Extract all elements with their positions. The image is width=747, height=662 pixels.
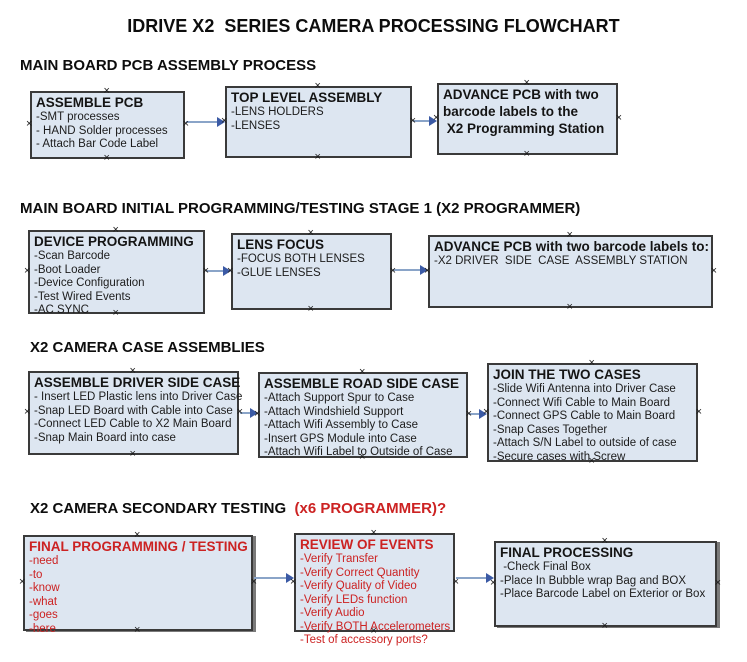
box-item: -know bbox=[29, 582, 60, 594]
flow-box-review-of-events: REVIEW OF EVENTS -Verify Transfer -Verif… bbox=[290, 528, 459, 646]
box-item: -LENS HOLDERS bbox=[231, 106, 324, 118]
box-item: -Verify Audio bbox=[300, 607, 365, 619]
box-item: -Secure cases with Screw bbox=[493, 450, 626, 463]
box-item: -Attach Wifi Label to Outside of Case bbox=[264, 446, 453, 458]
box-title: ADVANCE PCB with two barcode labels to t… bbox=[443, 87, 605, 136]
arrow-head-icon bbox=[420, 265, 428, 275]
box-item: -Connect GPS Cable to Main Board bbox=[493, 410, 676, 422]
box-item: -Place In Bubble wrap Bag and BOX bbox=[500, 574, 687, 587]
box-item: -Connect LED Cable to X2 Main Board bbox=[34, 418, 232, 430]
section-header-pcb-assembly: MAIN BOARD PCB ASSEMBLY PROCESS bbox=[20, 57, 317, 74]
box-item: - Insert LED Plastic lens into Driver Ca… bbox=[34, 391, 243, 403]
flow-arrow bbox=[186, 117, 225, 127]
box-item: -here bbox=[29, 622, 56, 635]
box-item: - HAND Solder processes bbox=[36, 124, 168, 137]
box-item: -Check Final Box bbox=[500, 561, 591, 573]
box-item: -Attach Support Spur to Case bbox=[264, 392, 415, 404]
box-title: ASSEMBLE ROAD SIDE CASE bbox=[264, 376, 460, 391]
box-title: DEVICE PROGRAMMING bbox=[34, 234, 194, 249]
box-item: -Verify Correct Quantity bbox=[300, 566, 420, 579]
box-item: -SMT processes bbox=[36, 111, 120, 123]
box-item: -Attach Wifi Assembly to Case bbox=[264, 419, 419, 431]
arrow-shaft bbox=[254, 577, 288, 579]
flow-arrow bbox=[393, 265, 428, 275]
box-item: - Attach Bar Code Label bbox=[36, 138, 159, 150]
flow-box-lens-focus: LENS FOCUS -FOCUS BOTH LENSES -GLUE LENS… bbox=[227, 228, 396, 315]
box-item: -Verify Quality of Video bbox=[300, 580, 417, 592]
arrow-head-icon bbox=[217, 117, 225, 127]
flow-box-assemble-pcb: ASSEMBLE PCB -SMT processes - HAND Solde… bbox=[26, 86, 189, 164]
box-item: -what bbox=[29, 595, 58, 608]
arrow-shaft bbox=[456, 577, 488, 579]
box-item: -Verify Transfer bbox=[300, 553, 378, 565]
box-title: FINAL PROCESSING bbox=[500, 545, 634, 560]
flow-box-final-processing: FINAL PROCESSING -Check Final Box -Place… bbox=[490, 536, 721, 632]
box-item: -FOCUS BOTH LENSES bbox=[237, 253, 365, 265]
box-item: -Snap Main Board into case bbox=[34, 431, 176, 444]
box-title: REVIEW OF EVENTS bbox=[300, 537, 434, 552]
box-item: -Test Wired Events bbox=[34, 290, 131, 303]
box-item: -Insert GPS Module into Case bbox=[264, 432, 417, 445]
flow-arrow bbox=[456, 573, 494, 583]
flow-box-advance-pcb-driver-side: ADVANCE PCB with two barcode labels to: … bbox=[424, 230, 717, 313]
box-title: LENS FOCUS bbox=[237, 237, 325, 252]
section-header-black-part: X2 CAMERA SECONDARY TESTING bbox=[30, 500, 291, 517]
flow-box-device-programming: DEVICE PROGRAMMING -Scan Barcode -Boot L… bbox=[24, 225, 209, 319]
box-item: -to bbox=[29, 568, 43, 581]
box-title: ADVANCE PCB with two barcode labels to: bbox=[434, 239, 710, 254]
arrow-head-icon bbox=[429, 116, 437, 126]
flow-box-final-programming-testing: FINAL PROGRAMMING / TESTING -need -to -k… bbox=[19, 530, 257, 636]
flow-box-join-the-two-cases: JOIN THE TWO CASES -Slide Wifi Antenna i… bbox=[483, 358, 702, 467]
box-item: -Snap Cases Together bbox=[493, 423, 608, 436]
page-title: IDRIVE X2 SERIES CAMERA PROCESSING FLOWC… bbox=[127, 16, 620, 36]
box-item: -Device Configuration bbox=[34, 277, 145, 289]
box-item: -Snap LED Board with Cable into Case bbox=[34, 404, 233, 417]
box-item: -GLUE LENSES bbox=[237, 266, 321, 279]
arrow-shaft bbox=[240, 412, 252, 414]
box-title: FINAL PROGRAMMING / TESTING bbox=[29, 539, 248, 554]
box-item: -Attach S/N Label to outside of case bbox=[493, 437, 677, 449]
flow-arrow bbox=[240, 408, 258, 418]
flow-arrow bbox=[469, 409, 487, 419]
flow-box-assemble-road-side-case: ASSEMBLE ROAD SIDE CASE -Attach Support … bbox=[254, 367, 472, 463]
arrow-shaft bbox=[413, 120, 431, 122]
box-item: -Attach Windshield Support bbox=[264, 405, 404, 418]
arrow-head-icon bbox=[479, 409, 487, 419]
box-item: -need bbox=[29, 555, 59, 567]
box-title: JOIN THE TWO CASES bbox=[493, 367, 641, 382]
arrow-head-icon bbox=[223, 266, 231, 276]
flow-arrow bbox=[413, 116, 437, 126]
box-item: -Test of accessory ports? bbox=[300, 634, 428, 646]
box-title: TOP LEVEL ASSEMBLY bbox=[231, 90, 383, 105]
flow-arrow bbox=[206, 266, 231, 276]
box-item: -Scan Barcode bbox=[34, 250, 111, 262]
box-item: -Connect Wifi Cable to Main Board bbox=[493, 396, 671, 409]
box-item: -LENSES bbox=[231, 119, 281, 132]
section-header-initial-programming: MAIN BOARD INITIAL PROGRAMMING/TESTING S… bbox=[20, 200, 581, 217]
box-title: ASSEMBLE PCB bbox=[36, 95, 144, 110]
arrow-shaft bbox=[393, 269, 422, 271]
box-item: -X2 DRIVER SIDE CASE ASSEMBLY STATION bbox=[434, 255, 688, 267]
box-item: -Slide Wifi Antenna into Driver Case bbox=[493, 383, 676, 395]
box-item: -Place Barcode Label on Exterior or Box bbox=[500, 588, 706, 600]
arrow-shaft bbox=[206, 270, 225, 272]
box-item: -Verify LEDs function bbox=[300, 593, 408, 606]
flow-box-advance-pcb-programming-station: ADVANCE PCB with two barcode labels to t… bbox=[433, 78, 622, 160]
section-header-secondary-testing: X2 CAMERA SECONDARY TESTING (x6 PROGRAMM… bbox=[30, 500, 446, 517]
flow-box-assemble-driver-side-case: ASSEMBLE DRIVER SIDE CASE - Insert LED P… bbox=[24, 366, 243, 460]
flow-box-top-level-assembly: TOP LEVEL ASSEMBLY -LENS HOLDERS -LENSES bbox=[221, 81, 416, 163]
box-item: -Verify BOTH Accelerometers bbox=[300, 620, 451, 633]
arrow-head-icon bbox=[250, 408, 258, 418]
flow-arrow bbox=[254, 573, 294, 583]
arrow-head-icon bbox=[286, 573, 294, 583]
arrow-shaft bbox=[469, 413, 481, 415]
section-header-case-assemblies: X2 CAMERA CASE ASSEMBLIES bbox=[30, 339, 265, 356]
box-item: -AC SYNC bbox=[34, 304, 89, 316]
box-item: -goes bbox=[29, 609, 58, 621]
section-header-red-part: (x6 PROGRAMMER)? bbox=[290, 500, 447, 517]
arrow-head-icon bbox=[486, 573, 494, 583]
box-title: ASSEMBLE DRIVER SIDE CASE bbox=[34, 375, 241, 390]
box-item: -Boot Loader bbox=[34, 263, 101, 276]
arrow-shaft bbox=[186, 121, 219, 123]
